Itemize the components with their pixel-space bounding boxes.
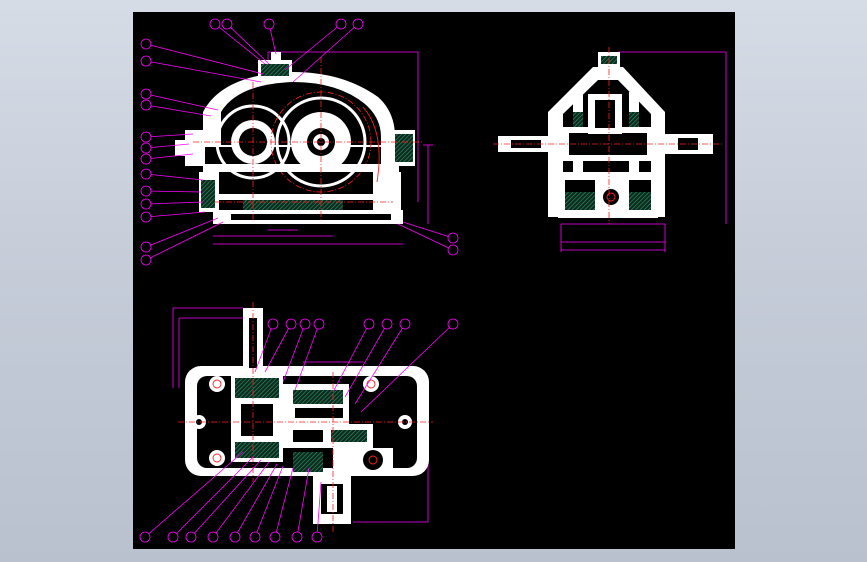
item-balloon (291, 531, 303, 543)
item-balloon (185, 531, 197, 543)
item-balloon (335, 18, 347, 30)
top-section-view (172, 302, 433, 532)
item-balloon (313, 318, 325, 330)
item-balloon (140, 142, 152, 154)
item-balloon (140, 99, 152, 111)
item-balloon (140, 185, 152, 197)
item-balloon (447, 318, 459, 330)
item-balloon (381, 318, 393, 330)
item-balloon (229, 531, 241, 543)
item-balloon (140, 88, 152, 100)
item-balloon (299, 318, 311, 330)
item-balloon (140, 153, 152, 165)
top-section-callouts (144, 323, 454, 538)
item-balloon (221, 18, 233, 30)
item-balloon (140, 241, 152, 253)
item-balloon (249, 531, 261, 543)
item-balloon (267, 318, 279, 330)
drawing-viewport[interactable] (133, 12, 735, 549)
item-balloon (167, 531, 179, 543)
front-view (175, 51, 433, 245)
item-balloon (207, 531, 219, 543)
item-balloon (269, 531, 281, 543)
cad-drawing (139, 18, 727, 543)
side-view (493, 47, 727, 252)
item-balloon (140, 168, 152, 180)
item-balloon (263, 18, 275, 30)
item-balloon (285, 318, 297, 330)
item-balloon (139, 531, 151, 543)
front-view-callouts (145, 23, 454, 261)
item-balloon (363, 318, 375, 330)
item-balloon (209, 18, 221, 30)
item-balloon (140, 55, 152, 67)
item-balloon (311, 531, 323, 543)
item-balloons (139, 18, 459, 543)
item-balloon (447, 244, 459, 256)
item-balloon (140, 211, 152, 223)
item-balloon (140, 198, 152, 210)
item-balloon (352, 18, 364, 30)
item-balloon (447, 232, 459, 244)
item-balloon (140, 254, 152, 266)
item-balloon (399, 318, 411, 330)
item-balloon (140, 38, 152, 50)
item-balloon (140, 131, 152, 143)
